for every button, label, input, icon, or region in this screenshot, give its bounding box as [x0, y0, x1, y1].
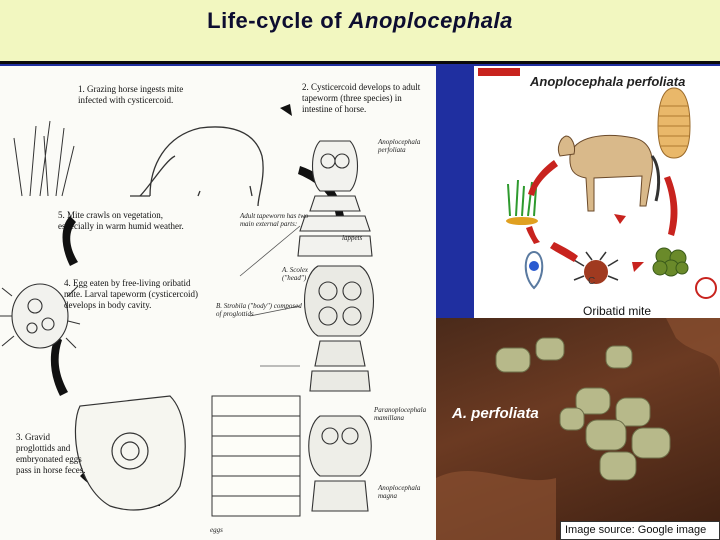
adult-note: Adult tapeworm has two main external par…: [240, 212, 310, 228]
scolex-suckers-drawing: [305, 266, 374, 391]
lappets-label: lappets: [342, 234, 372, 242]
university-logo: [478, 68, 520, 76]
strobila-note: B. Strobila ("body") composed of proglot…: [216, 302, 306, 318]
oribatid-label: Oribatid mite: [583, 304, 651, 318]
scolex-bottom-drawing: [309, 416, 372, 511]
species-2: Anoplocephala magna: [378, 484, 434, 500]
tapeworm-icon: [658, 88, 690, 158]
step-2: 2. Cysticercoid develops to adult tapewo…: [302, 82, 422, 115]
step-5: 5. Mite crawls on vegetation, especially…: [58, 210, 198, 232]
horse-icon: [130, 127, 263, 206]
colored-horse-icon: [558, 135, 658, 211]
photo-drawing: [436, 318, 720, 540]
tapeworm-photo: [436, 318, 720, 540]
step-3: 3. Gravid proglottids and embryonated eg…: [16, 432, 86, 476]
image-source: Image source: Google image: [560, 521, 720, 540]
title-genus: Anoplocephala: [349, 8, 513, 33]
title-prefix: Life-cycle of: [207, 8, 342, 33]
slide-title: Life-cycle of Anoplocephala: [0, 8, 720, 34]
species-cycle-panel: [474, 66, 720, 318]
egg-icon: [526, 252, 543, 288]
life-cycle-diagram: 1. Grazing horse ingests mite infected w…: [0, 66, 436, 540]
grass-icon: [14, 121, 74, 196]
proglottid-drawing: [75, 396, 185, 510]
step-1: 1. Grazing horse ingests mite infected w…: [78, 84, 208, 106]
eggs-label: eggs: [210, 526, 240, 534]
label-c: C: [588, 276, 595, 287]
species-3: Paranoplocephala mamillana: [374, 406, 434, 422]
scolex-note: A. Scolex ("head"): [282, 266, 322, 282]
photo-caption: A. perfoliata: [452, 405, 539, 422]
title-bar: Life-cycle of Anoplocephala: [0, 0, 720, 64]
strobila-drawing: [212, 396, 300, 516]
species-1: Anoplocephala perfoliata: [378, 138, 434, 154]
red-mite-icon: [574, 252, 618, 284]
species-cycle-drawing: [474, 66, 720, 318]
species-title: Anoplocephala perfoliata: [530, 74, 685, 89]
dirt-mound: [506, 217, 538, 225]
feces-icon: [653, 248, 688, 276]
small-logo: [696, 278, 716, 298]
step-4: 4. Egg eaten by free-living oribatid mit…: [64, 278, 204, 311]
